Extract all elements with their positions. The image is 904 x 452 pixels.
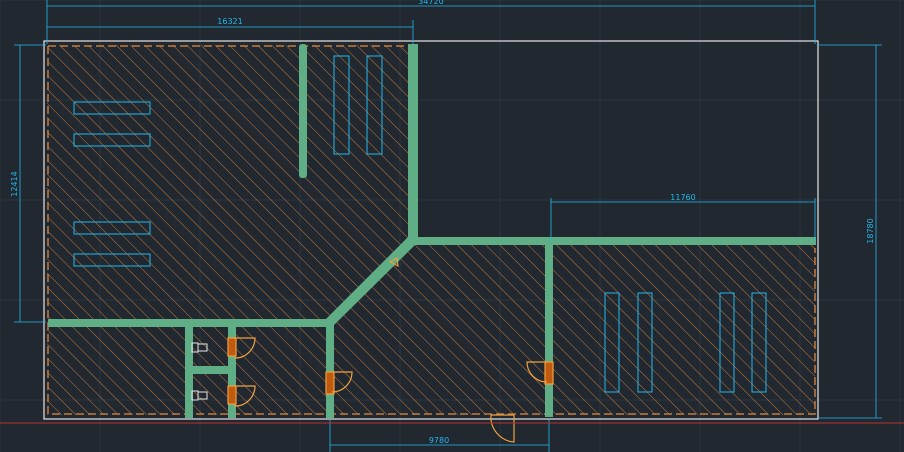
bench-top-2 [366,55,383,155]
toilet-lower-icon [191,390,208,401]
wall-restroom-mid [185,366,235,374]
dim-right-room-width: 11760 [670,193,695,202]
wall-vertical-top-center [408,44,418,244]
door-right-room-icon [526,361,554,385]
toilet-upper-icon [191,342,208,353]
wall-horizontal-corridor-top [408,237,816,245]
dim-left-height: 12414 [10,171,19,196]
door-entrance-icon [490,414,515,443]
dim-overall-width: 34720 [418,0,443,6]
doors [227,257,554,443]
fixtures [73,55,767,393]
bench-right-1 [604,292,620,393]
dim-corridor-width: 9780 [429,436,449,445]
door-corridor-left-icon [325,371,353,395]
bench-top-1 [333,55,350,155]
outer-boundary [43,40,819,420]
bench-right-4 [751,292,767,393]
desk-left-1 [73,101,151,115]
door-diagonal-icon [388,257,399,268]
desk-left-2 [73,133,151,147]
toilets [191,342,208,401]
dimension-lines [14,0,882,452]
wall-vertical-corridor-left [326,322,334,418]
wall-partition-top [299,44,307,178]
building-outline [43,40,819,420]
bench-right-3 [719,292,735,393]
inner-boundary-dashed [47,45,816,415]
dimension-labels: 34720 16321 11760 12414 18780 9780 [10,0,875,445]
door-restroom-upper-icon [227,337,256,359]
bench-right-2 [637,292,653,393]
door-restroom-lower-icon [227,385,256,407]
wall-vertical-right-room [545,241,553,417]
walls [48,44,816,418]
wall-diagonal [326,237,416,326]
dim-left-block-width: 16321 [217,17,242,26]
dim-overall-height: 18780 [866,218,875,243]
desk-left-3 [73,221,151,235]
desk-left-4 [73,253,151,267]
